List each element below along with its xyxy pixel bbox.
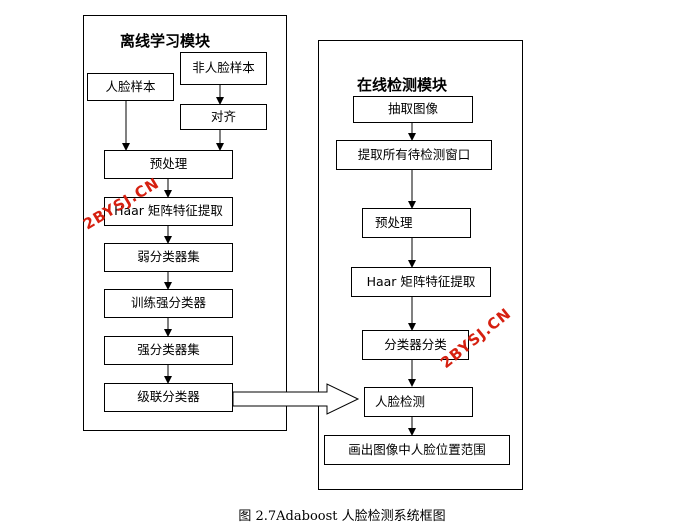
extract-windows-box: 提取所有待检测窗口	[336, 140, 492, 170]
nonface-samples-box: 非人脸样本	[180, 52, 267, 85]
online-panel-title: 在线检测模块	[357, 76, 448, 94]
figure-caption: 图 2.7Adaboost 人脸检测系统框图	[238, 509, 446, 524]
strong-classifier-set-box: 强分类器集	[104, 336, 233, 365]
cascade-to-detect-block-arrow	[232, 383, 360, 415]
align-box: 对齐	[180, 104, 267, 130]
extract-image-box: 抽取图像	[353, 96, 473, 123]
train-strong-classifier-box: 训练强分类器	[104, 289, 233, 318]
haar-box-right: Haar 矩阵特征提取	[351, 267, 491, 297]
preprocess-box-right: 预处理	[362, 208, 471, 238]
weak-classifier-set-box: 弱分类器集	[104, 243, 233, 272]
face-samples-box: 人脸样本	[87, 73, 174, 101]
classifier-box: 分类器分类	[362, 330, 469, 360]
draw-face-range-box: 画出图像中人脸位置范围	[324, 435, 510, 465]
offline-panel-title: 离线学习模块	[120, 32, 211, 50]
cascade-classifier-box: 级联分类器	[104, 383, 233, 412]
face-detection-box: 人脸检测	[364, 387, 473, 417]
preprocess-box-left: 预处理	[104, 150, 233, 179]
haar-box-left: Haar 矩阵特征提取	[104, 197, 233, 226]
